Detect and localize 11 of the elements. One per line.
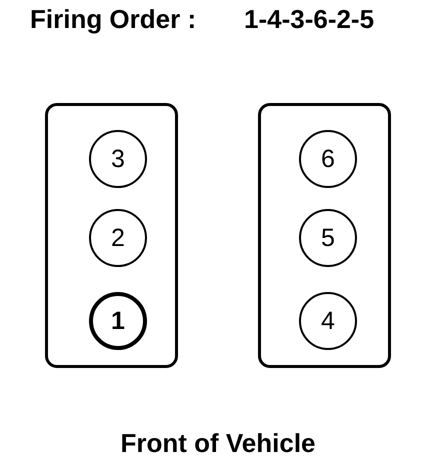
cylinder-circle: 3 bbox=[89, 130, 147, 188]
cylinder-circle: 5 bbox=[299, 209, 357, 267]
cylinder-circle: 2 bbox=[89, 209, 147, 267]
title: Firing Order : bbox=[30, 4, 196, 35]
cylinder-circle: 1 bbox=[89, 292, 147, 350]
cylinder-bank-box bbox=[45, 103, 178, 368]
cylinder-circle: 4 bbox=[299, 292, 357, 350]
cylinder-bank-box bbox=[258, 103, 391, 368]
front-label: Front of Vehicle bbox=[120, 428, 316, 459]
cylinder-circle: 6 bbox=[299, 130, 357, 188]
firing-order-sequence: 1-4-3-6-2-5 bbox=[244, 4, 374, 35]
